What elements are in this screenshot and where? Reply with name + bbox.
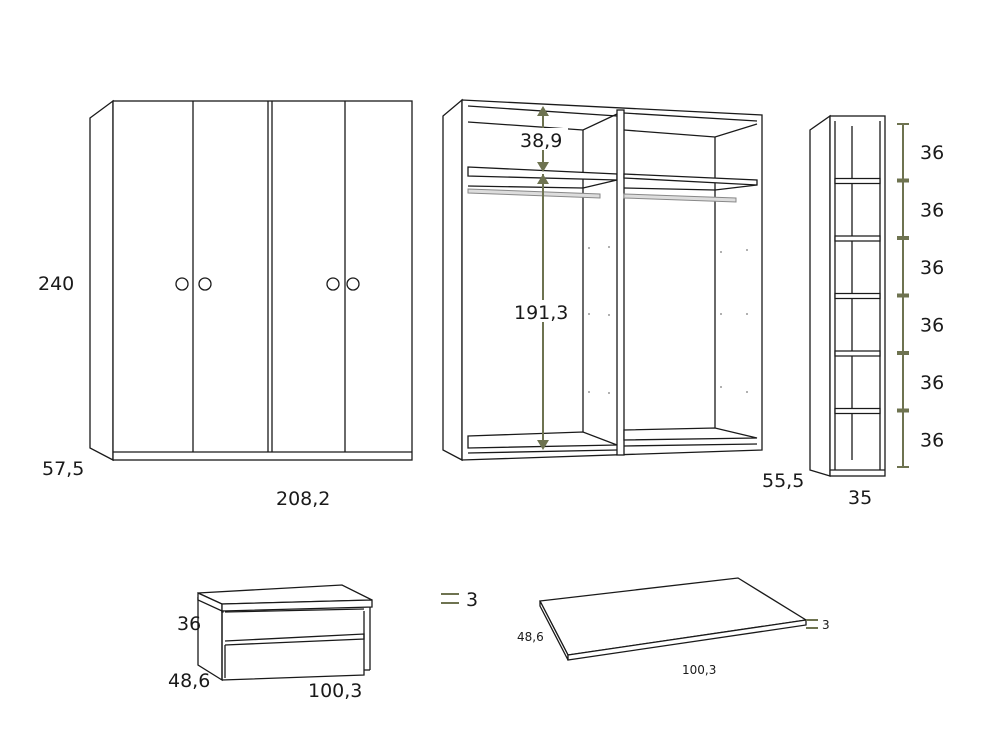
shelf-height-dimension: 36 bbox=[897, 353, 944, 411]
board bbox=[538, 577, 808, 661]
bookcase-shelf bbox=[834, 407, 881, 415]
bench-depth-label: 48,6 bbox=[168, 670, 210, 692]
bookcase-shelf bbox=[834, 235, 881, 242]
bookcase-depth-label: 55,5 bbox=[762, 470, 804, 492]
shelf-height-label: 36 bbox=[920, 142, 944, 164]
open-wardrobe bbox=[442, 98, 763, 462]
bookcase-shelf bbox=[834, 350, 881, 357]
bench-top-thickness-label: 3 bbox=[466, 589, 478, 611]
shelf-height-label: 36 bbox=[920, 314, 944, 336]
wardrobe-width-label: 208,2 bbox=[276, 488, 330, 510]
shelf-height-label: 36 bbox=[920, 257, 944, 279]
bookcase-width-label: 35 bbox=[848, 487, 872, 509]
bench-height-label: 36 bbox=[177, 613, 201, 635]
hanging-rod bbox=[467, 188, 601, 199]
hanging-rod bbox=[623, 193, 737, 203]
bench-width-label: 100,3 bbox=[308, 680, 362, 702]
board-depth-label: 48,6 bbox=[517, 630, 544, 644]
wardrobe-depth-label: 57,5 bbox=[42, 458, 84, 480]
shelf-height-label: 36 bbox=[920, 199, 944, 221]
shelf-height-dimension: 36 bbox=[897, 238, 944, 296]
door-handle-icon bbox=[346, 277, 360, 291]
shelf-height-label: 36 bbox=[920, 372, 944, 394]
top-section-height-label: 38,9 bbox=[520, 130, 562, 152]
board-width-label: 100,3 bbox=[682, 663, 716, 677]
door-handle-icon bbox=[326, 277, 340, 291]
wardrobe-height-label: 240 bbox=[38, 273, 74, 295]
door-handle-icon bbox=[175, 277, 189, 291]
bookcase bbox=[809, 114, 886, 477]
closed-wardrobe bbox=[89, 99, 413, 462]
bookcase-shelf bbox=[834, 177, 881, 185]
shelf-height-label: 36 bbox=[920, 429, 944, 451]
board-thickness-label: 3 bbox=[822, 618, 830, 632]
bench bbox=[197, 584, 373, 682]
bookcase-shelf bbox=[834, 292, 881, 300]
shelf-height-dimension: 36 bbox=[897, 295, 944, 353]
shelf-height-dimension: 36 bbox=[897, 410, 944, 468]
shelf-height-dimension: 36 bbox=[897, 180, 944, 238]
door-handle-icon bbox=[198, 277, 212, 291]
shelf-height-dimension: 36 bbox=[897, 123, 944, 181]
hanging-section-height-label: 191,3 bbox=[514, 302, 568, 324]
